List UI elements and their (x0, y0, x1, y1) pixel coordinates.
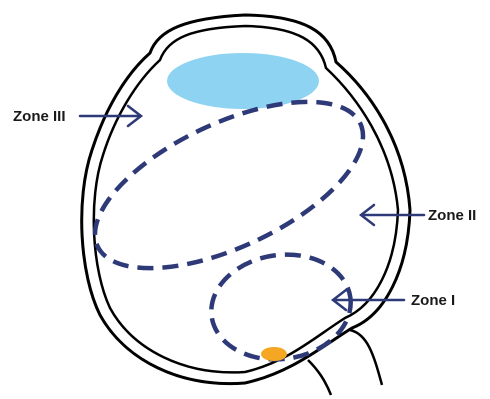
optic-nerve (350, 330, 382, 385)
zone-2-label: Zone II (428, 207, 476, 224)
zone-3-label: Zone III (13, 108, 66, 125)
optic-nerve-inner (308, 360, 331, 395)
zone-1-arrow (333, 290, 404, 310)
zone-1-label: Zone I (411, 292, 455, 309)
optic-disc (261, 347, 287, 361)
zone-2-arrow (361, 205, 424, 225)
zone-3-arrow (80, 106, 141, 126)
